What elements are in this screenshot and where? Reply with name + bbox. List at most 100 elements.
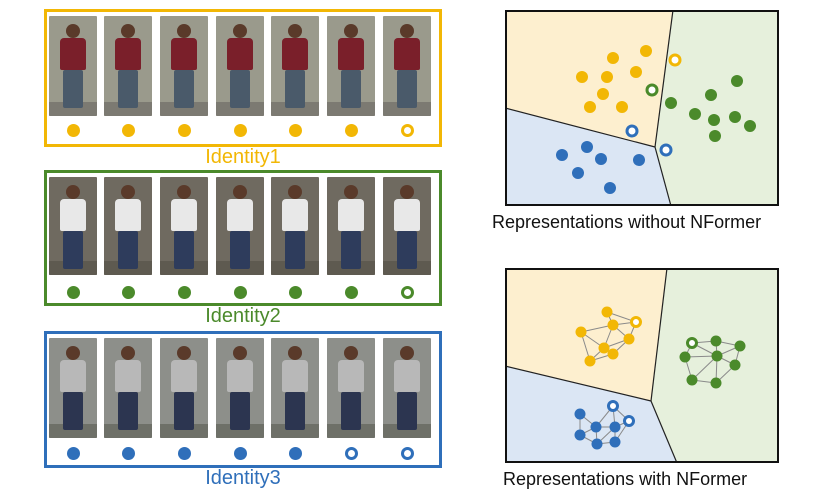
filled-marker [233, 285, 247, 299]
filled-marker [288, 123, 302, 137]
photo-ground [216, 102, 264, 116]
plot-with-nformer [505, 268, 779, 463]
filled-point [710, 377, 722, 389]
person-legs [118, 392, 138, 430]
person-legs [285, 70, 305, 108]
person-torso [394, 199, 420, 231]
filled-point [708, 114, 720, 126]
filled-marker [344, 285, 358, 299]
filled-point [574, 429, 586, 441]
filled-marker [233, 446, 247, 460]
plot-without-nformer [505, 10, 779, 206]
photo-ground [49, 424, 97, 438]
filled-point [710, 335, 722, 347]
person-legs [285, 231, 305, 269]
photo-ground [160, 424, 208, 438]
filled-point [607, 52, 619, 64]
person-photo [49, 177, 97, 275]
hollow-point [645, 83, 659, 97]
person-photo [383, 177, 431, 275]
decision-boundary [650, 268, 668, 402]
filled-point [574, 408, 586, 420]
person-head [288, 24, 302, 38]
identity2-region [655, 10, 779, 206]
filled-marker [66, 446, 80, 460]
photo-ground [271, 424, 319, 438]
person-head [66, 185, 80, 199]
filled-point [576, 71, 588, 83]
person-torso [394, 360, 420, 392]
photo-ground [49, 102, 97, 116]
person-head [233, 346, 247, 360]
decision-boundary [650, 400, 678, 463]
photo-ground [160, 102, 208, 116]
filled-point [679, 351, 691, 363]
hollow-marker [400, 285, 414, 299]
filled-point [604, 182, 616, 194]
person-torso [394, 38, 420, 70]
photo-ground [327, 102, 375, 116]
person-photo [216, 338, 264, 438]
person-torso [338, 38, 364, 70]
identity1-region [505, 268, 667, 401]
filled-point [581, 141, 593, 153]
filled-point [597, 88, 609, 100]
person-legs [230, 231, 250, 269]
person-torso [60, 199, 86, 231]
filled-marker [288, 285, 302, 299]
plot-frame [505, 10, 779, 206]
person-head [66, 346, 80, 360]
hollow-point [623, 415, 635, 427]
filled-point [595, 153, 607, 165]
hollow-point [659, 143, 673, 157]
person-torso [338, 199, 364, 231]
person-legs [118, 70, 138, 108]
identity2-region [651, 268, 779, 463]
person-torso [171, 199, 197, 231]
person-legs [397, 231, 417, 269]
filled-marker [177, 123, 191, 137]
hollow-marker [344, 446, 358, 460]
person-head [344, 346, 358, 360]
identity1-label: Identity1 [205, 146, 281, 168]
person-torso [227, 360, 253, 392]
person-torso [115, 38, 141, 70]
filled-point [734, 340, 746, 352]
hollow-point [630, 316, 642, 328]
person-photo [160, 338, 208, 438]
person-torso [338, 360, 364, 392]
filled-point [633, 154, 645, 166]
filled-marker [344, 123, 358, 137]
filled-point [584, 355, 596, 367]
filled-point [686, 374, 698, 386]
filled-point [729, 111, 741, 123]
person-head [66, 24, 80, 38]
photo-ground [383, 424, 431, 438]
person-torso [227, 199, 253, 231]
person-legs [341, 231, 361, 269]
person-photo [160, 16, 208, 116]
filled-point [689, 108, 701, 120]
filled-point [590, 421, 602, 433]
filled-point [623, 333, 635, 345]
person-photo [49, 16, 97, 116]
filled-point [607, 319, 619, 331]
person-head [400, 24, 414, 38]
filled-point [584, 101, 596, 113]
person-photo [104, 16, 152, 116]
person-torso [171, 360, 197, 392]
hollow-marker [400, 123, 414, 137]
hollow-point [607, 400, 619, 412]
filled-point [598, 342, 610, 354]
person-torso [115, 360, 141, 392]
filled-marker [233, 123, 247, 137]
person-photo [271, 338, 319, 438]
person-head [177, 346, 191, 360]
person-legs [63, 392, 83, 430]
filled-point [607, 348, 619, 360]
person-legs [174, 70, 194, 108]
filled-point [744, 120, 756, 132]
identity3-region [505, 108, 671, 206]
hollow-point [686, 337, 698, 349]
decision-boundary [505, 365, 652, 402]
